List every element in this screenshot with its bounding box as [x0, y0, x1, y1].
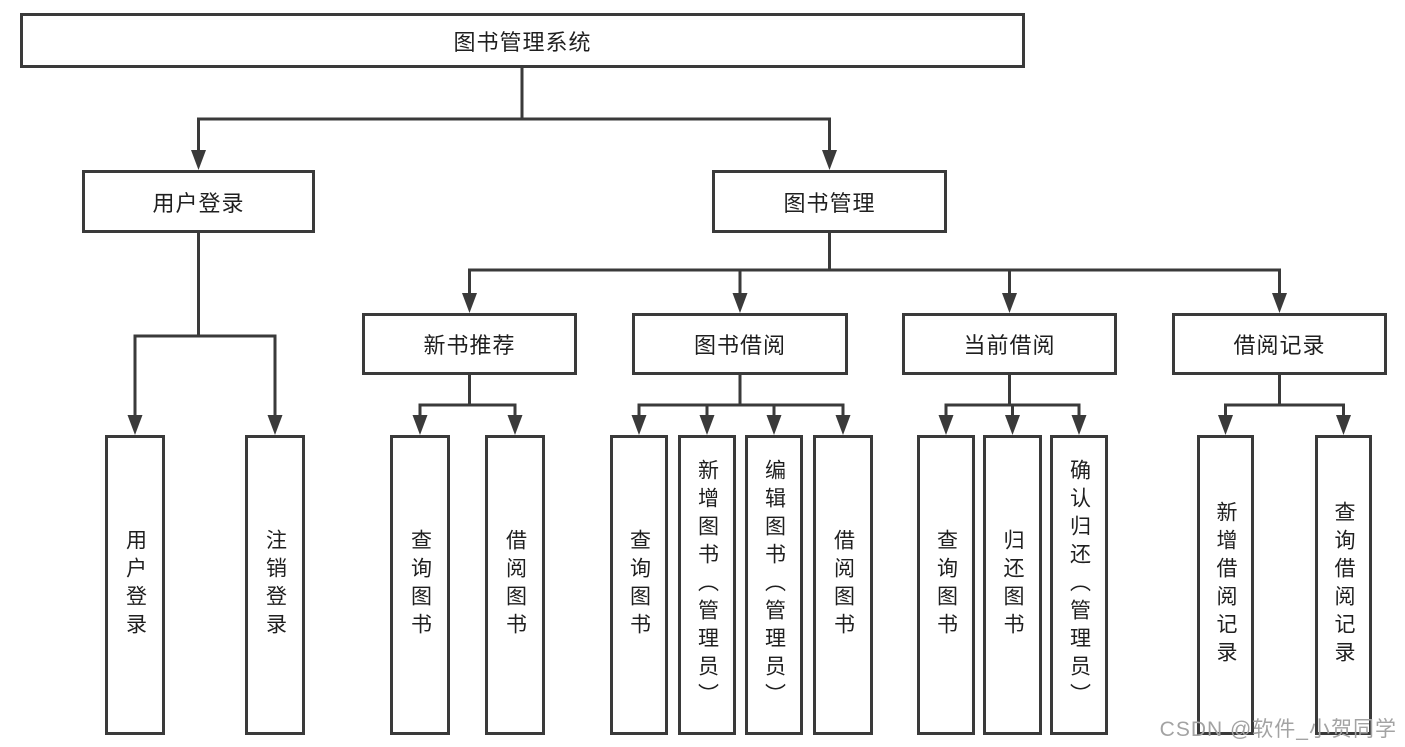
- leaf-label: 新增借阅记录: [1214, 501, 1237, 669]
- node-borrow-record-label: 借阅记录: [1233, 333, 1326, 358]
- leaf-query-books-3: 查询图书: [917, 435, 975, 735]
- node-new-book-recommend: 新书推荐: [362, 313, 577, 375]
- leaf-label: 查询借阅记录: [1332, 501, 1355, 669]
- leaf-label: 新增图书（管理员）: [695, 459, 719, 711]
- leaf-query-books-1: 查询图书: [390, 435, 450, 735]
- leaf-query-borrow-record: 查询借阅记录: [1315, 435, 1372, 735]
- node-book-management-label: 图书管理: [783, 190, 876, 216]
- leaf-label: 归还图书: [1001, 529, 1024, 641]
- node-user-login: 用户登录: [82, 170, 315, 233]
- connector-bookmgmt-to-level3: [462, 233, 1287, 313]
- leaf-label: 查询图书: [408, 529, 432, 641]
- node-root-label: 图书管理系统: [453, 29, 592, 55]
- leaf-label: 借阅图书: [503, 529, 527, 641]
- leaf-label: 借阅图书: [831, 529, 855, 641]
- connector-root-to-level2: [191, 68, 837, 170]
- node-new-book-recommend-label: 新书推荐: [423, 333, 516, 358]
- connector-newbook-to-leaves: [412, 375, 523, 435]
- node-root: 图书管理系统: [20, 13, 1025, 68]
- leaf-label: 查询图书: [934, 529, 958, 641]
- leaf-query-books-2: 查询图书: [610, 435, 668, 735]
- leaf-add-books-admin: 新增图书（管理员）: [678, 435, 736, 735]
- leaf-label: 编辑图书（管理员）: [762, 459, 786, 711]
- connector-currentborrow-to-leaves: [938, 375, 1087, 435]
- node-user-login-label: 用户登录: [152, 190, 245, 216]
- leaf-add-borrow-record: 新增借阅记录: [1197, 435, 1254, 735]
- csdn-watermark: CSDN @软件_小贺同学: [1159, 718, 1397, 741]
- connector-borrowrecord-to-leaves: [1218, 375, 1351, 435]
- node-current-borrow: 当前借阅: [902, 313, 1117, 375]
- leaf-confirm-return-admin: 确认归还（管理员）: [1050, 435, 1108, 735]
- leaf-label: 注销登录: [263, 529, 287, 641]
- node-borrow-record: 借阅记录: [1172, 313, 1387, 375]
- leaf-user-login: 用户登录: [105, 435, 165, 735]
- leaf-borrow-books-1: 借阅图书: [485, 435, 545, 735]
- leaf-label: 确认归还（管理员）: [1067, 459, 1091, 711]
- leaf-edit-books-admin: 编辑图书（管理员）: [745, 435, 803, 735]
- leaf-logout: 注销登录: [245, 435, 305, 735]
- node-book-management: 图书管理: [712, 170, 947, 233]
- leaf-label: 用户登录: [123, 529, 147, 641]
- connector-userlogin-to-leaves: [127, 233, 283, 435]
- leaf-label: 查询图书: [627, 529, 651, 641]
- node-current-borrow-label: 当前借阅: [963, 333, 1056, 358]
- leaf-borrow-books-2: 借阅图书: [813, 435, 873, 735]
- node-book-borrow-label: 图书借阅: [693, 333, 786, 358]
- connector-bookborrow-to-leaves: [631, 373, 851, 435]
- node-book-borrow: 图书借阅: [632, 313, 848, 375]
- leaf-return-books: 归还图书: [983, 435, 1042, 735]
